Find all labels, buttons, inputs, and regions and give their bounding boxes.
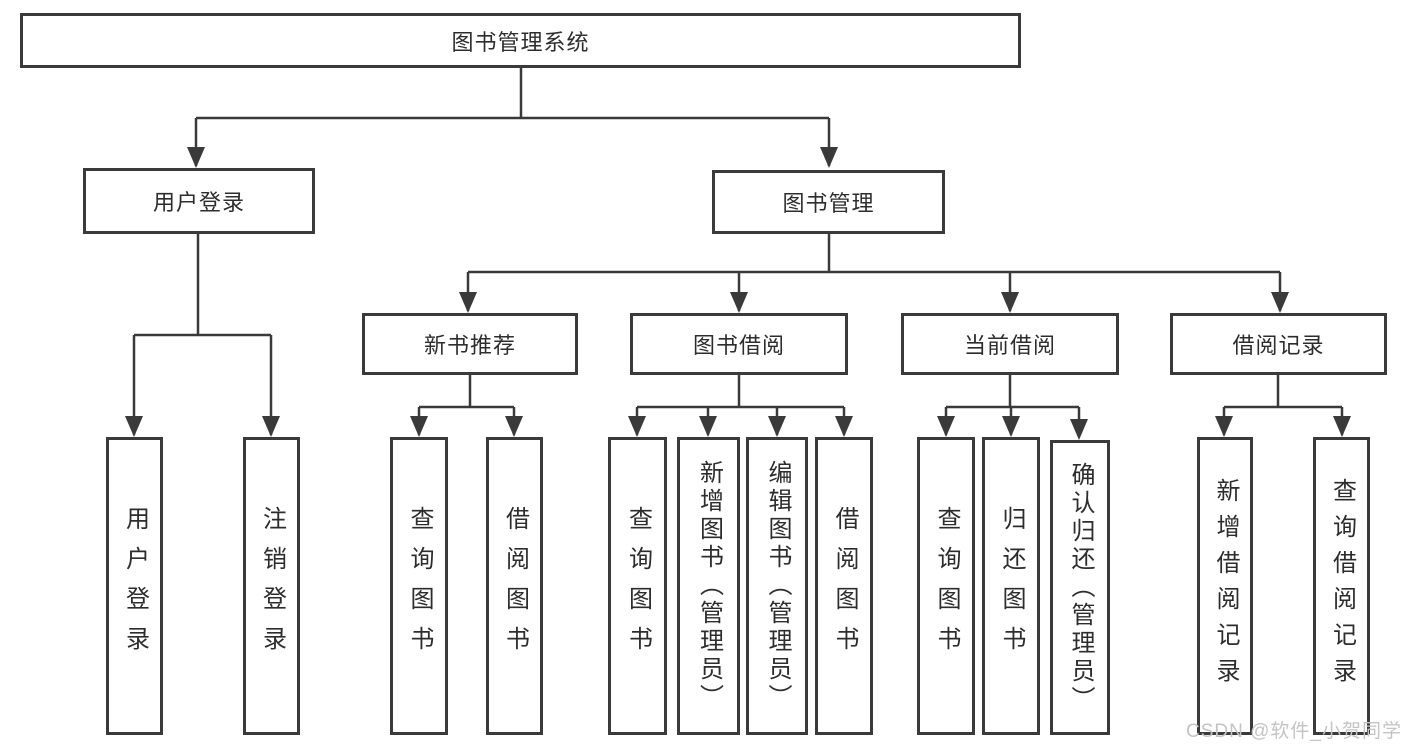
connector-borrow-to-leaves bbox=[635, 375, 846, 435]
node-borrow-record: 借阅记录 bbox=[1170, 313, 1387, 375]
leaf-logout: 注销登录 bbox=[243, 437, 300, 735]
leaf-label: 查询图书 bbox=[624, 506, 652, 666]
leaf-add-book-admin: 新增图书（管理员） bbox=[677, 437, 740, 735]
leaf-confirm-return-admin: 确认归还（管理员） bbox=[1050, 440, 1110, 735]
leaf-query-book-recommend: 查询图书 bbox=[390, 437, 448, 735]
leaf-label: 借阅图书 bbox=[501, 506, 529, 666]
leaf-label: 用户登录 bbox=[121, 506, 149, 666]
leaf-borrow-book: 借阅图书 bbox=[815, 437, 873, 735]
leaf-return-book: 归还图书 bbox=[982, 437, 1040, 735]
node-new-book-recommend: 新书推荐 bbox=[362, 313, 578, 375]
csdn-watermark: CSDN @软件_小贺同学 bbox=[1186, 721, 1402, 742]
leaf-label: 查询借阅记录 bbox=[1328, 478, 1356, 694]
node-user-login: 用户登录 bbox=[83, 168, 315, 234]
leaf-label: 归还图书 bbox=[998, 506, 1025, 666]
leaf-query-book-current: 查询图书 bbox=[917, 437, 975, 735]
leaf-label: 查询图书 bbox=[933, 506, 960, 666]
leaf-edit-book-admin: 编辑图书（管理员） bbox=[746, 437, 808, 735]
leaf-label: 编辑图书（管理员） bbox=[764, 460, 791, 712]
connector-current-to-leaves bbox=[944, 375, 1081, 437]
connector-record-to-leaves bbox=[1222, 375, 1344, 435]
connector-root-to-level2 bbox=[194, 68, 831, 166]
node-label: 当前借阅 bbox=[963, 333, 1056, 358]
leaf-query-book-borrow: 查询图书 bbox=[608, 437, 667, 735]
node-current-borrow: 当前借阅 bbox=[901, 313, 1119, 375]
leaf-label: 新增图书（管理员） bbox=[695, 460, 723, 712]
node-label: 新书推荐 bbox=[423, 333, 516, 358]
leaf-label: 新增借阅记录 bbox=[1212, 478, 1239, 694]
leaf-user-login: 用户登录 bbox=[106, 437, 163, 735]
connector-bookmgmt-to-level3 bbox=[466, 234, 1282, 311]
node-label: 用户登录 bbox=[152, 190, 245, 215]
connector-newbook-to-leaves bbox=[417, 375, 516, 435]
leaf-label: 确认归还（管理员） bbox=[1067, 461, 1094, 714]
node-label: 图书管理系统 bbox=[451, 29, 590, 55]
leaf-label: 注销登录 bbox=[258, 506, 286, 666]
leaf-query-borrow-record: 查询借阅记录 bbox=[1313, 437, 1370, 735]
connector-userlogin-to-leaves bbox=[132, 234, 273, 435]
node-label: 图书管理 bbox=[782, 191, 875, 216]
node-label: 借阅记录 bbox=[1232, 333, 1325, 358]
node-label: 图书借阅 bbox=[692, 333, 785, 358]
node-root: 图书管理系统 bbox=[20, 13, 1021, 68]
leaf-label: 借阅图书 bbox=[831, 506, 858, 666]
leaf-label: 查询图书 bbox=[406, 506, 433, 666]
leaf-borrow-book-recommend: 借阅图书 bbox=[486, 437, 543, 735]
node-book-management: 图书管理 bbox=[712, 170, 945, 234]
node-book-borrow: 图书借阅 bbox=[630, 313, 848, 375]
leaf-add-borrow-record: 新增借阅记录 bbox=[1197, 437, 1253, 735]
